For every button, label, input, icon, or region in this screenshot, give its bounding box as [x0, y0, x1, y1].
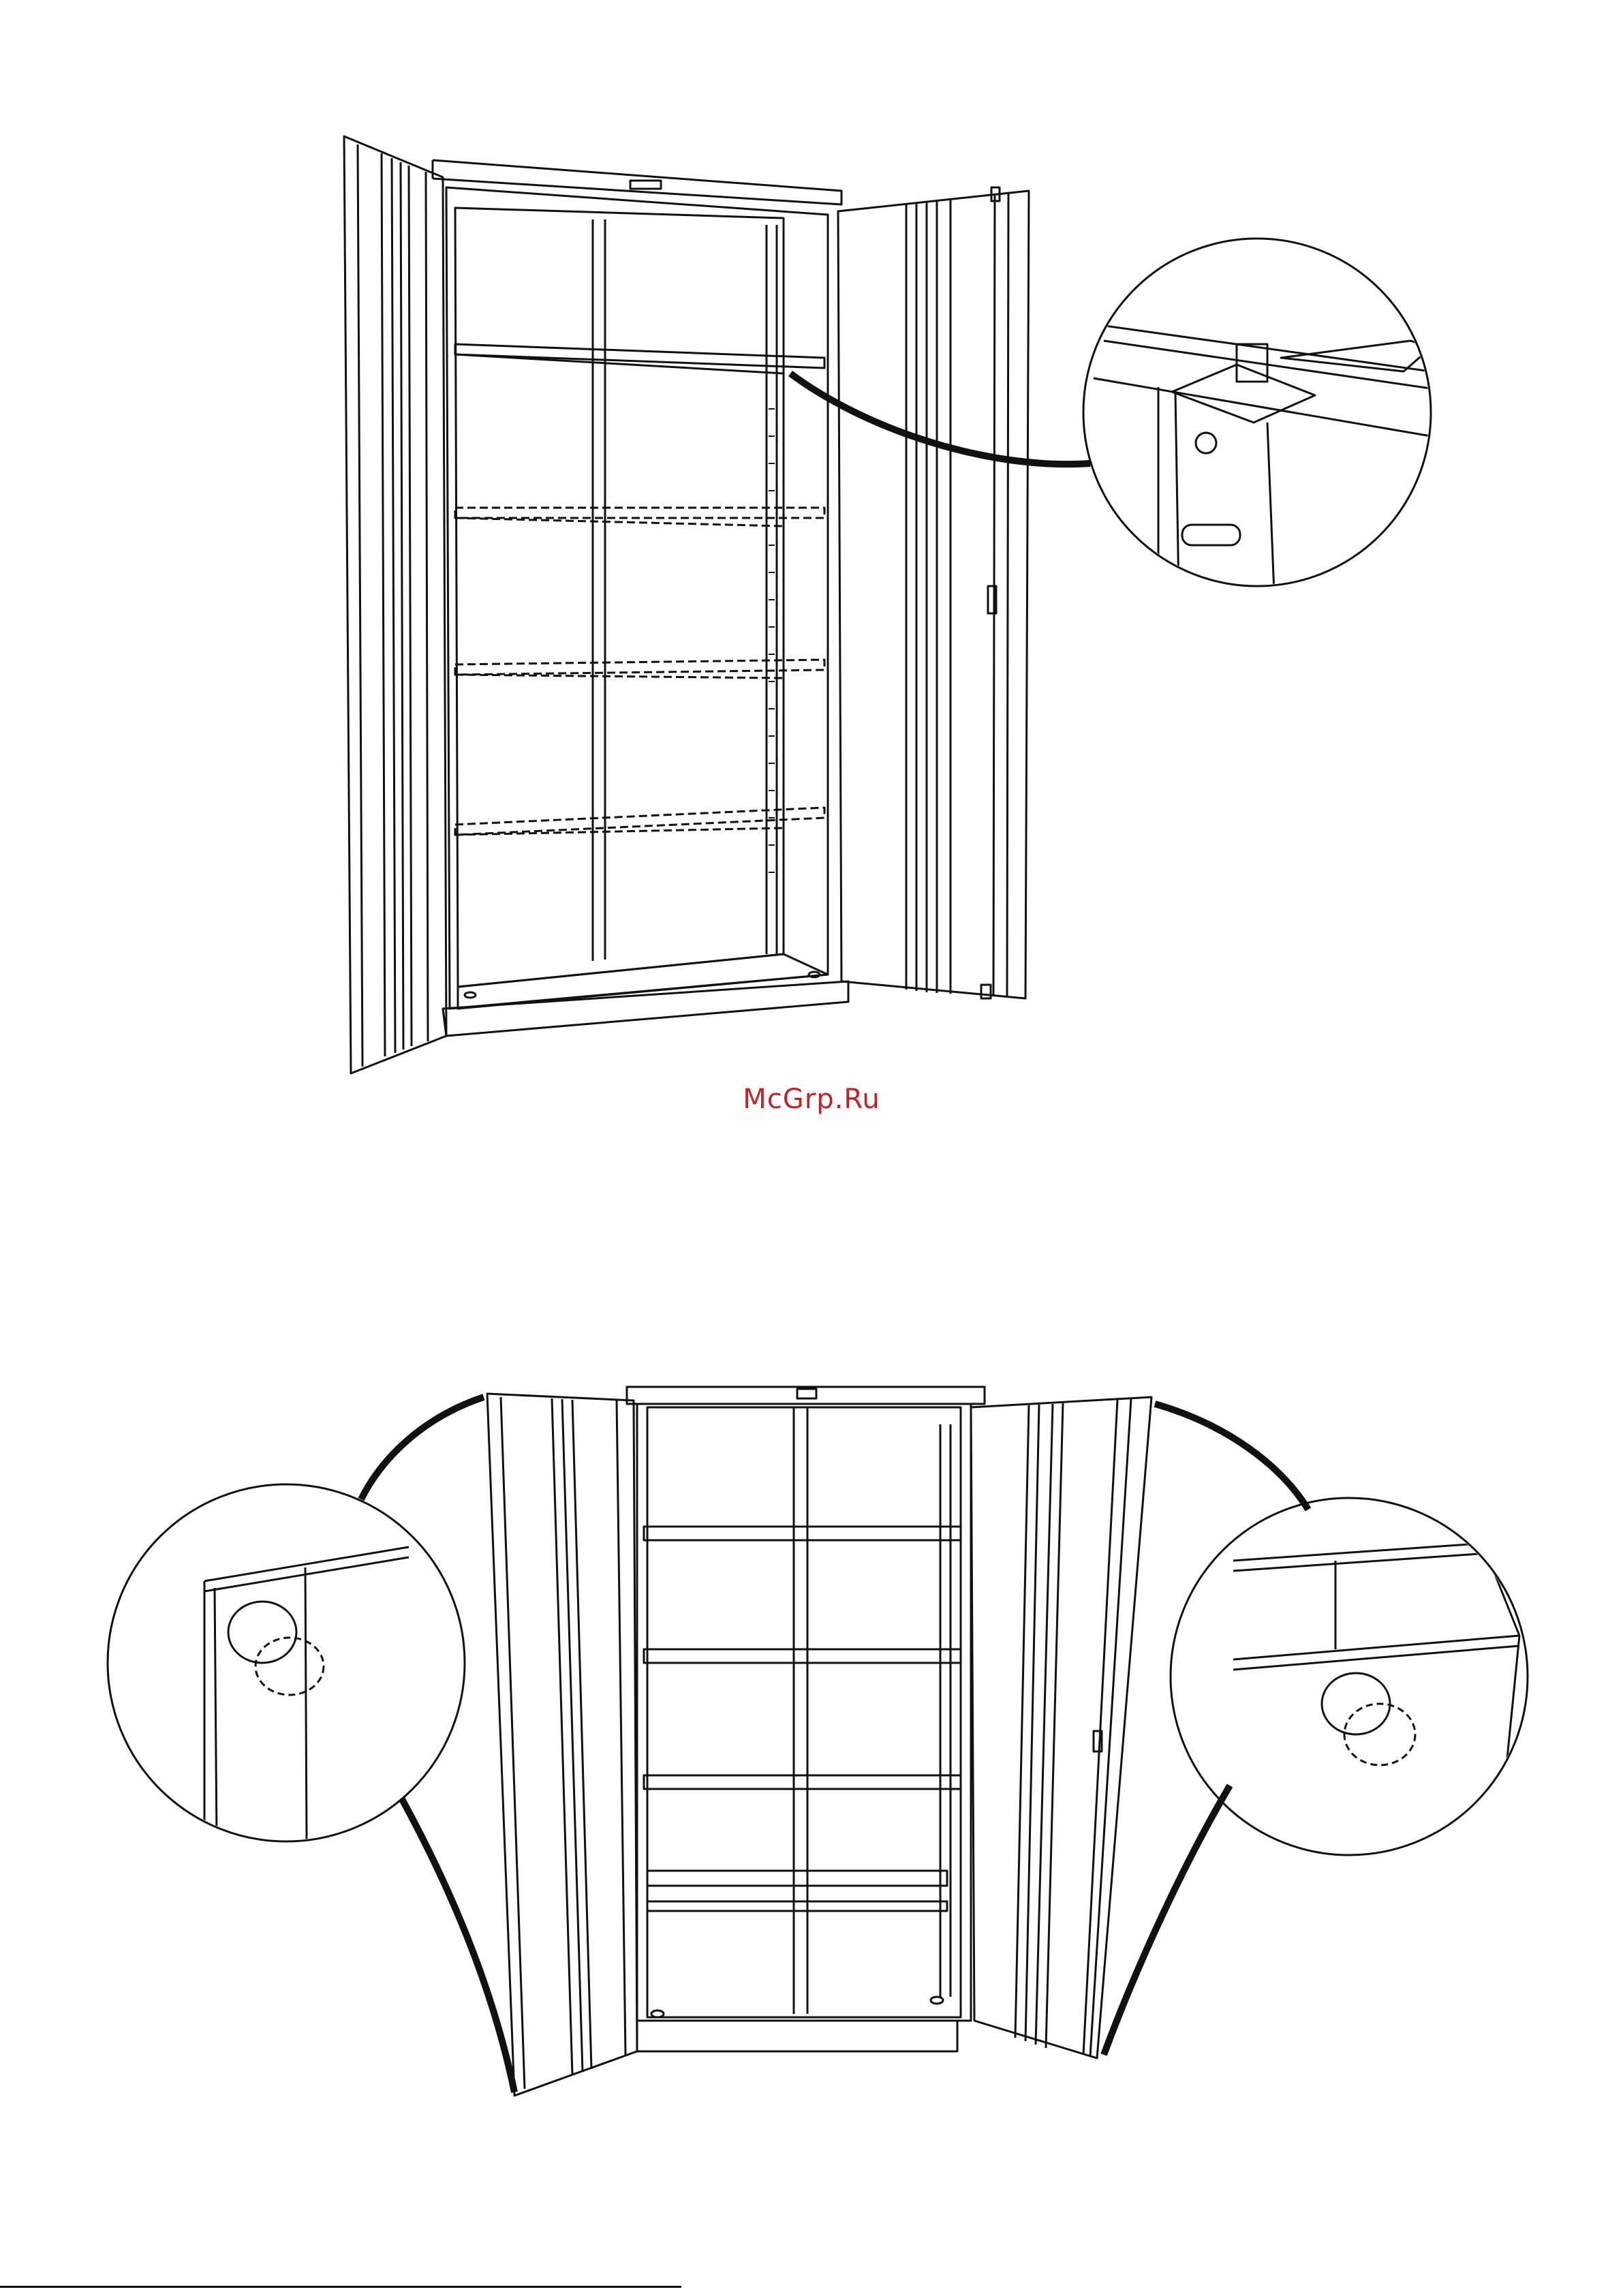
- leader-left-lower: [402, 1799, 514, 2092]
- footer-rule: [0, 2286, 681, 2288]
- door-bumper-left-detail: [108, 1484, 465, 1841]
- shelves-bottom: [644, 1527, 961, 1911]
- leader-left-upper: [361, 1397, 484, 1499]
- leader-right-lower: [1104, 1786, 1230, 2055]
- left-door-bottom: [487, 1394, 637, 2096]
- leader-right-upper: [1155, 1404, 1308, 1510]
- right-door-bottom: [971, 1397, 1151, 2058]
- cabinet-body-bottom: [627, 1387, 985, 2051]
- door-bumper-right-detail: [1171, 1498, 1540, 1855]
